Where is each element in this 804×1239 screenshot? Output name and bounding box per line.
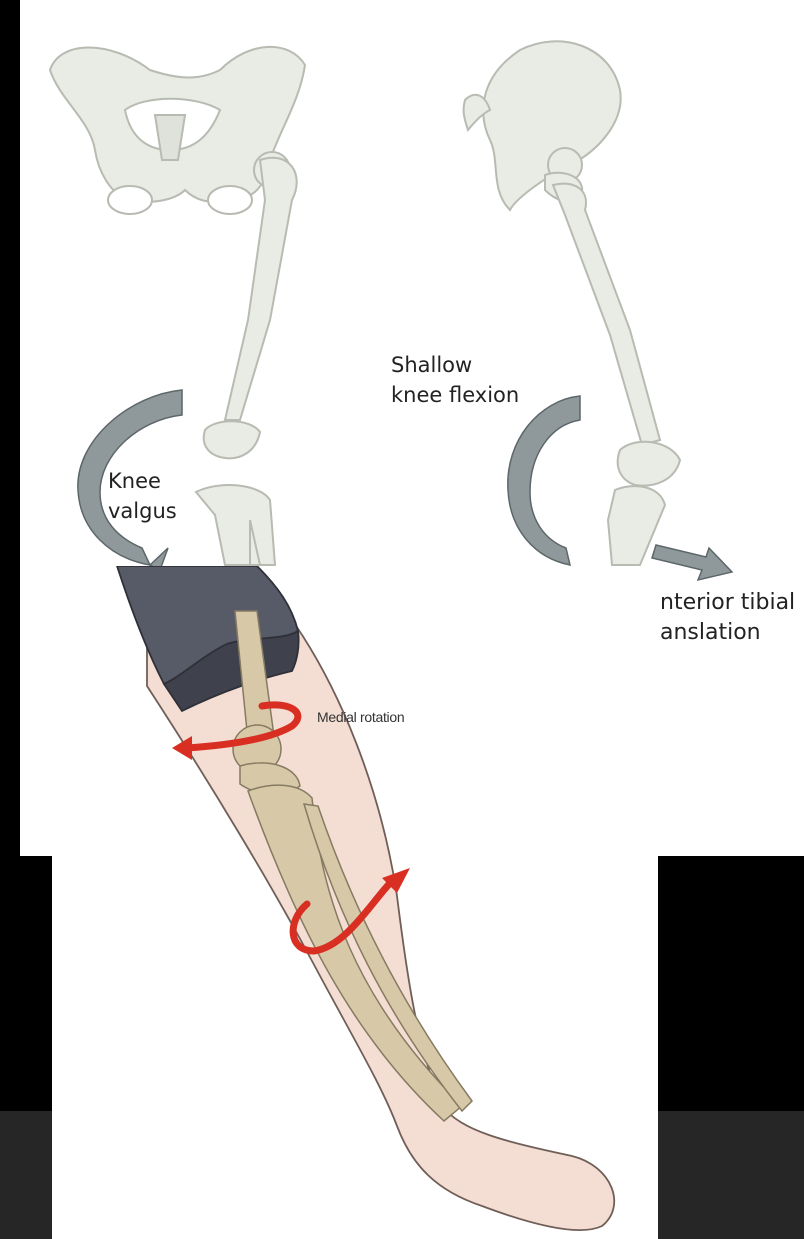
flexion-arrow-icon bbox=[508, 396, 580, 565]
leg-outline-icon bbox=[147, 606, 614, 1230]
anterior-tibial-translation-label: nterior tibial anslation bbox=[660, 588, 795, 648]
tibia-front-icon bbox=[196, 485, 275, 565]
pelvis-side-icon bbox=[464, 41, 621, 210]
knee-valgus-label: Knee valgus bbox=[108, 466, 177, 526]
leg-rotation-panel: Medial rotation bbox=[52, 566, 658, 1239]
translation-arrow-icon bbox=[652, 545, 732, 580]
femur-side-icon bbox=[553, 184, 680, 486]
leg-rotation-illustration bbox=[52, 566, 658, 1239]
shallow-knee-flexion-label: Shallow knee flexion bbox=[391, 350, 519, 410]
medial-rotation-label: Medial rotation bbox=[317, 709, 404, 725]
